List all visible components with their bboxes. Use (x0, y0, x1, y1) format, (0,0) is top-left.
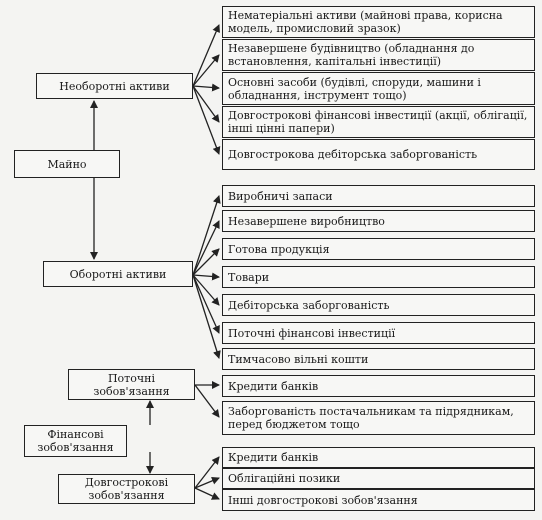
node-dovgostrokovi-zobovyazannya: Довгострокові зобов'язання (58, 474, 195, 504)
node-potochni-zobovyazannya: Поточні зобов'язання (68, 369, 195, 400)
item-kredyty-bankiv-dovgostrokovi: Кредити банків (222, 447, 535, 468)
node-finansovi-zobovyazannya: Фінансові зобов'язання (24, 425, 127, 457)
line-ob-7 (192, 274, 221, 359)
node-neoborotni-aktyvy: Необоротні активи (36, 73, 193, 99)
item-inshi-dovgostrokovi-zobovyazannya: Інші довгострокові зобов'язання (222, 489, 535, 511)
item-gotova-produktsiya: Готова продукція (222, 238, 535, 260)
node-oborotni-aktyvy: Оборотні активи (43, 261, 193, 287)
line-ob-6 (192, 274, 220, 334)
item-potochni-fin-investytsii: Поточні фінансові інвестиції (222, 322, 535, 344)
node-maino: Майно (14, 150, 120, 178)
line-neob-5 (192, 85, 221, 155)
item-nezavershene-vyrobnytstvo: Незавершене виробництво (222, 210, 535, 232)
line-ob-5 (192, 274, 220, 306)
line-neob-4 (192, 85, 220, 123)
line-dov-1 (194, 456, 220, 489)
line-ob-3 (192, 248, 220, 276)
line-dov-2 (194, 477, 220, 489)
item-kredyty-bankiv-potochni: Кредити банків (222, 375, 535, 397)
item-nezavershene-budivnytstvo: Незавершене будівництво (обладнання до в… (222, 39, 535, 71)
line-ob-4 (192, 272, 220, 281)
item-osnovni-zasoby: Основні засоби (будівлі, споруди, машини… (222, 72, 535, 105)
line-pot-2 (194, 384, 220, 418)
item-dovgostrokova-debitorska: Довгострокова дебіторська заборгованість (222, 139, 535, 170)
line-neob-1 (192, 24, 220, 87)
item-zaborgovanist-postachalnykam: Заборгованість постачальникам та підрядн… (222, 401, 535, 435)
item-oblihatsiini-pozyky: Облігаційні позики (222, 468, 535, 489)
item-tovary: Товари (222, 266, 535, 288)
item-tymchasovo-vilni-koshty: Тимчасово вільні кошти (222, 348, 535, 370)
line-dov-3 (194, 487, 220, 500)
item-nematerialni-aktyvy: Нематеріальні активи (майнові права, кор… (222, 6, 535, 38)
item-vyrobnychi-zapasy: Виробничі запаси (222, 185, 535, 207)
line-ob-1 (192, 195, 221, 276)
line-neob-2 (192, 54, 220, 87)
line-ob-2 (192, 220, 220, 276)
item-dovgostrokovi-fin-investytsii: Довгострокові фінансові інвестиції (акці… (222, 106, 535, 138)
line-neob-3 (192, 83, 220, 92)
item-debitorska-zaborgovanist: Дебіторська заборгованість (222, 294, 535, 316)
